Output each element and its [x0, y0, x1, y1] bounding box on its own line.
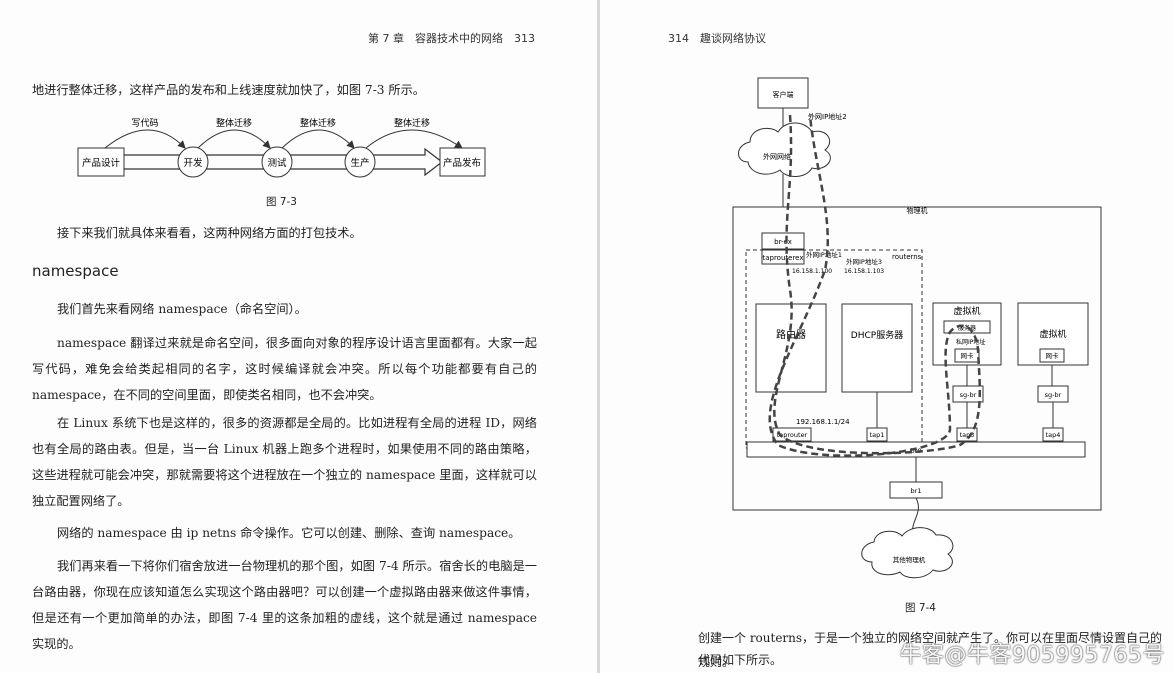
arc-label: 整体迁移 — [216, 117, 252, 129]
figure-7-3: 产品设计 开发 测试 生产 产品发布 写代码 整体迁移 整体迁移 整体迁移 — [77, 117, 486, 178]
node-label: 测试 — [267, 157, 287, 169]
arc-label: 整体迁移 — [300, 117, 336, 129]
ext-ip3-label: 外网IP地址3 — [846, 257, 882, 266]
sgbr1-label: sg-br — [960, 391, 977, 399]
paragraph: 我们再来看一下将你们宿舍放进一台物理机的那个图，如图 7-4 所示。宿舍长的电脑… — [32, 559, 537, 651]
tap1-label: tap1 — [870, 431, 885, 439]
arc-label: 写代码 — [131, 118, 158, 129]
paragraph: 创建一个 routerns，于是一个独立的网络空间就产生了。你可以在里面尽情设置… — [698, 631, 1163, 669]
left-page-header: 第 7 章 容器技术中的网络 313 — [368, 32, 535, 45]
paragraph: 网络的 namespace 由 ip netns 命令操作。它可以创建、删除、查… — [57, 526, 521, 540]
figure-caption: 图 7-4 — [905, 602, 936, 614]
paragraph: 我们首先来看网络 namespace（命名空间）。 — [57, 302, 307, 316]
paragraph: 接下来我们就具体来看看，这两种网络方面的打包技术。 — [57, 226, 362, 240]
br-ex-label: br-ex — [774, 238, 792, 246]
figure-caption: 图 7-3 — [266, 196, 297, 208]
router-label: 路由器 — [776, 328, 806, 341]
nic2-label: 网卡 — [1046, 351, 1060, 360]
tap3-label: tap3 — [960, 431, 975, 439]
other-label: 其他物理机 — [893, 555, 926, 564]
ip-100-label: 16.158.1.100 — [792, 268, 832, 275]
client-label: 客户端 — [773, 90, 794, 99]
node-label: 产品设计 — [82, 157, 121, 169]
figure-7-4: 客户端 外网IP地址2 外网网络 物理机 br-ex routerns tapr… — [732, 77, 1102, 579]
node-label: 生产 — [350, 157, 369, 169]
private-ip-label: 私网IP地址 — [956, 338, 985, 346]
taprouterex-label: taprouterex — [762, 254, 803, 262]
paragraph: 地进行整体迁移，这样产品的发布和上线速度就加快了，如图 7-3 所示。 — [32, 83, 425, 97]
ext-ip1-label: 外网IP地址1 — [806, 250, 842, 259]
ip-103-label: 16.158.1.103 — [844, 268, 884, 275]
ext-net-label: 外网网络 — [763, 152, 791, 161]
subnet-label: 192.168.1.1/24 — [796, 418, 850, 426]
nic1-label: 网卡 — [961, 351, 975, 360]
vm1-label: 虚拟机 — [953, 305, 980, 317]
arc-label: 整体迁移 — [394, 117, 430, 129]
paragraph: 代码如下所示。 — [698, 653, 783, 667]
node-label: 开发 — [183, 157, 203, 169]
right-page-header: 314 趣谈网络协议 — [668, 32, 766, 45]
paragraph: namespace 翻译过来就是命名空间，很多面向对象的程序设计语言里面都有。大… — [32, 336, 537, 402]
watermark: 牛客@牛客905995765号 — [899, 643, 1165, 668]
right-page: 314 趣谈网络协议 客户端 外网IP地址2 外网网络 物理机 br-ex ro… — [600, 0, 1173, 673]
namespace-path — [768, 114, 982, 457]
section-title: namespace — [32, 262, 119, 280]
left-page: 第 7 章 容器技术中的网络 313 地进行整体迁移，这样产品的发布和上线速度就… — [32, 32, 537, 651]
tap4-label: tap4 — [1046, 431, 1061, 439]
node-box — [77, 147, 125, 177]
taprouter-label: taprouter — [777, 431, 808, 439]
sgbr2-label: sg-br — [1045, 391, 1062, 399]
dhcp-label: DHCP服务器 — [851, 329, 903, 341]
page-gutter — [597, 0, 600, 673]
physical-label: 物理机 — [907, 206, 928, 215]
node-label: 产品发布 — [443, 157, 481, 169]
ext-ip2-label: 外网IP地址2 — [808, 112, 847, 121]
vm2-label: 虚拟机 — [1039, 328, 1066, 340]
br1-label: br1 — [911, 487, 922, 495]
paragraph: 在 Linux 系统下也是这样的，很多的资源都是全局的。比如进程有全局的进程 I… — [32, 416, 537, 508]
routerns-label: routerns — [892, 253, 922, 261]
